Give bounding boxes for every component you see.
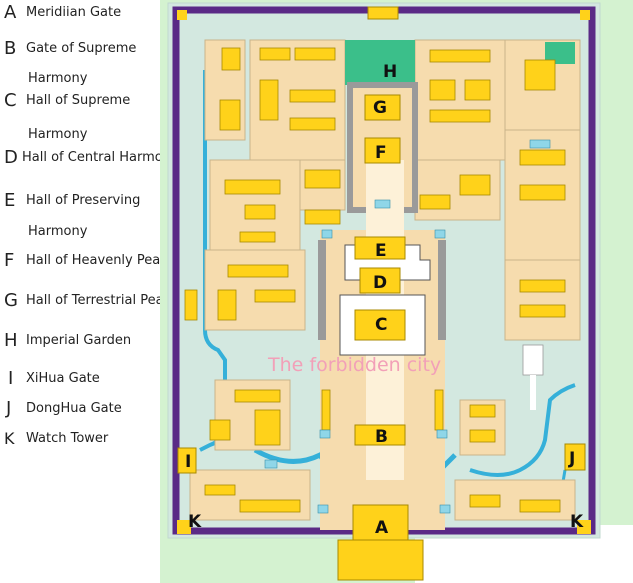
map-watermark: The forbidden city (267, 354, 441, 376)
secondary-buildings (184, 47, 566, 513)
south-green (160, 540, 335, 583)
hall-of-terrestrial-peace (364, 94, 401, 121)
east-white-path (530, 375, 536, 410)
legend-letter: B (4, 38, 17, 59)
east-water-channel (469, 383, 576, 477)
hall-of-supreme-harmony (354, 309, 406, 341)
label-i: I (185, 452, 191, 472)
label-e: E (375, 241, 387, 261)
legend-item-c: C Hall of Supreme (4, 90, 130, 111)
legend-text: Hall of Supreme (26, 93, 131, 108)
map-legend: A Meridiian Gate B Gate of Supreme Harmony… (0, 0, 180, 583)
legend-item-e: E Hall of Preserving (4, 190, 140, 211)
legend-text: DongHua Gate (26, 401, 122, 416)
label-k-west: K (188, 512, 202, 532)
legend-item-j: J DongHua Gate (4, 398, 122, 419)
watch-tower-nw (177, 10, 187, 20)
hall-of-heavenly-peace (364, 137, 401, 164)
label-a: A (375, 518, 389, 538)
meridian-gate-base (337, 539, 424, 581)
legend-text: Watch Tower (26, 431, 109, 446)
donghua-gate (564, 443, 586, 471)
legend-letter: G (4, 290, 18, 311)
north-gate (367, 6, 399, 20)
legend-letter: J (6, 398, 12, 419)
legend-item-k: K Watch Tower (4, 428, 108, 448)
legend-letter: H (4, 330, 18, 351)
legend-letter: I (8, 368, 14, 389)
watch-tower-se (577, 520, 591, 534)
garden-teal-area (345, 40, 415, 85)
legend-text: Hall of Terrestrial Peace (26, 293, 179, 308)
hall-of-central-harmony (359, 267, 401, 294)
legend-letter: A (4, 2, 17, 23)
legend-text: Hall of Heavenly Peace (26, 253, 176, 268)
legend-continuation: Harmony (28, 224, 88, 239)
label-j: J (568, 449, 575, 469)
legend-item-f: F Hall of Heavenly Peace (4, 250, 175, 271)
legend-text: Hall of Central Harmony (22, 150, 179, 165)
legend-item-b: B Gate of Supreme (4, 38, 136, 59)
legend-text: XiHua Gate (26, 371, 100, 386)
legend-item-d: D Hall of Central Harmony (4, 147, 179, 168)
legend-letter: E (4, 190, 16, 211)
legend-item-h: H Imperial Garden (4, 330, 131, 351)
west-corridor (318, 240, 326, 340)
label-b: B (375, 427, 388, 447)
watch-tower-ne (580, 10, 590, 20)
label-d: D (373, 273, 387, 293)
legend-letter: D (4, 147, 18, 168)
label-g: G (373, 98, 387, 118)
label-h: H (383, 62, 397, 82)
label-c: C (375, 315, 387, 335)
northeast-teal-area (545, 42, 575, 64)
legend-text: Meridiian Gate (26, 5, 122, 20)
legend-continuation: Harmony (28, 71, 88, 86)
legend-continuation: Harmony (28, 127, 88, 142)
legend-letter: K (4, 429, 15, 448)
legend-item-i: I XiHua Gate (4, 368, 100, 389)
watch-tower-sw (177, 520, 191, 534)
legend-letter: C (4, 90, 17, 111)
legend-letter: F (4, 250, 15, 271)
gate-of-supreme-harmony (354, 424, 406, 446)
east-corridor (438, 240, 446, 340)
legend-text: Hall of Preserving (26, 193, 141, 208)
label-k-east: K (570, 512, 584, 532)
label-f: F (375, 143, 387, 163)
legend-item-g: G Hall of Terrestrial Peace (4, 290, 179, 311)
small-gates (264, 139, 551, 514)
legend-text: Imperial Garden (26, 333, 132, 348)
legend-text: Gate of Supreme (26, 41, 137, 56)
legend-item-a: A Meridiian Gate (4, 2, 121, 23)
hall-of-preserving-harmony (354, 236, 406, 260)
xihua-gate (177, 447, 197, 474)
east-white-pavilion (522, 344, 544, 376)
east-compound-5 (504, 259, 581, 341)
